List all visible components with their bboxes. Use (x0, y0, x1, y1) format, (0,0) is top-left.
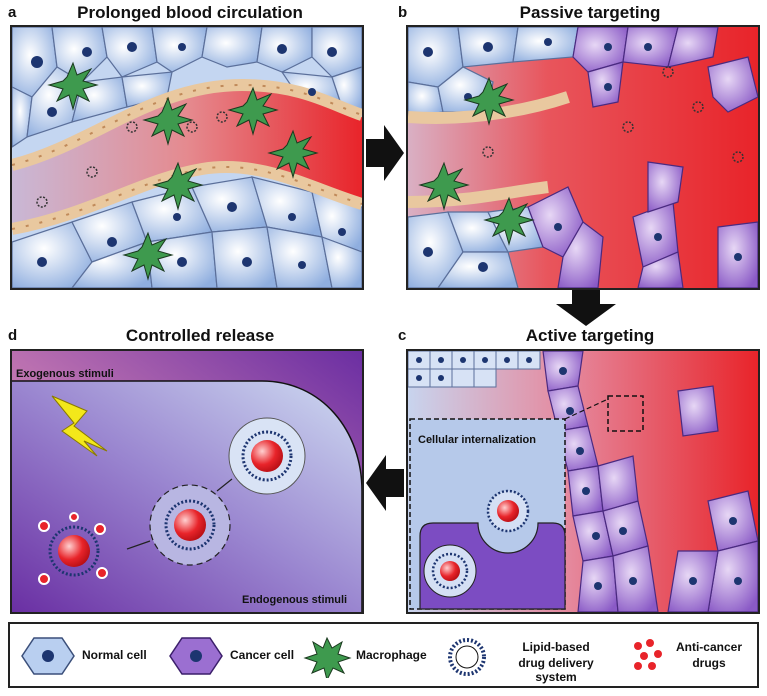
lipid-delivery-system-icon (448, 638, 486, 676)
panel-b-scene (406, 25, 760, 290)
liposome-intact (228, 417, 306, 495)
macrophages-b (418, 76, 535, 246)
liposome-bound (486, 489, 530, 533)
panel-c-illustration (408, 351, 758, 612)
panel-d-title: Controlled release (125, 326, 275, 345)
panel-c-scene: Cellular internalization (406, 349, 760, 614)
panel-a-title: Prolonged blood circulation (77, 3, 303, 22)
arrow-left-icon (366, 455, 404, 511)
nuclei (31, 42, 346, 269)
panel-d-label: d (8, 327, 18, 344)
legend-drugs-line1: Anti-cancer (675, 640, 743, 654)
anti-cancer-drugs-icon (634, 639, 662, 670)
nuclei-c (416, 357, 742, 590)
cancer-cell-icon (169, 637, 223, 675)
panel-a-label: a (8, 4, 17, 21)
liposome-internalized (423, 544, 477, 598)
liposomes-b (482, 66, 744, 163)
liposome-releasing (38, 512, 108, 585)
panel-d-scene: Exogenous stimuli Endogenous stimuli (10, 349, 364, 614)
panel-c-label: c (398, 327, 407, 344)
panel-d-illustration (12, 351, 362, 612)
legend-cancer-cell: Cancer cell (230, 648, 295, 662)
legend: Normal cell Cancer cell Macrophage Lipid… (8, 622, 759, 688)
legend-lipid-line1: Lipid-based (522, 640, 590, 654)
liposomes (36, 111, 228, 208)
liposome-loosening (149, 484, 231, 566)
exogenous-stimuli-label: Exogenous stimuli (16, 368, 114, 380)
legend-macrophage: Macrophage (356, 648, 427, 662)
macrophage-icon (303, 636, 352, 678)
arrow-down-icon (556, 290, 616, 326)
panel-a-scene (10, 25, 364, 290)
panel-a-illustration (12, 27, 362, 288)
legend-drugs-line2: drugs (692, 656, 726, 670)
panel-c-title: Active targeting (525, 326, 655, 345)
panel-b-label: b (398, 4, 408, 21)
lightning-icon (51, 395, 108, 457)
panel-b-title: Passive targeting (519, 3, 661, 22)
endogenous-stimuli-label: Endogenous stimuli (242, 594, 348, 606)
legend-normal-cell: Normal cell (82, 648, 147, 662)
normal-cell-icon (21, 637, 75, 675)
arrow-right-icon (366, 125, 404, 181)
panel-b-illustration (408, 27, 758, 288)
cellular-internalization-label: Cellular internalization (418, 434, 536, 446)
legend-lipid-line2: drug delivery system (518, 656, 594, 684)
endothelial-lining (12, 78, 362, 235)
nuclei-b (423, 38, 742, 272)
normal-cells (408, 27, 579, 288)
macrophages (47, 61, 319, 281)
